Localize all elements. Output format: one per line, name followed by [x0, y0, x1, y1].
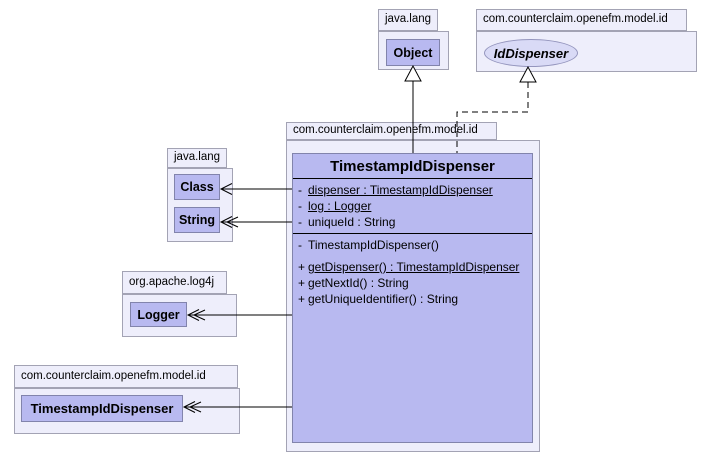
class-name: Class: [180, 180, 214, 194]
visibility-sign: -: [298, 183, 302, 197]
package-name: java.lang: [385, 13, 432, 26]
member-text: getUniqueIdentifier() : String: [308, 292, 459, 306]
member-text: getDispenser() : TimestampIdDispenser: [308, 260, 520, 274]
class-node-object[interactable]: Object: [386, 39, 440, 66]
visibility-sign: +: [298, 276, 306, 290]
visibility-sign: +: [298, 260, 306, 274]
class-name: Logger: [137, 307, 180, 322]
member-row: -uniqueId : String: [298, 214, 532, 230]
member-text: dispenser : TimestampIdDispenser: [308, 183, 493, 197]
class-name: String: [178, 213, 216, 227]
class-node-class[interactable]: Class: [174, 174, 220, 200]
package-tab-model-id-bottom: com.counterclaim.openefm.model.id: [14, 365, 238, 388]
member-row: -dispenser : TimestampIdDispenser: [298, 182, 532, 198]
member-row: +getDispenser() : TimestampIdDispenser: [298, 259, 532, 275]
visibility-sign: -: [298, 215, 302, 229]
package-name: java.lang: [174, 151, 221, 164]
class-node-timestampiddispenser-main[interactable]: TimestampIdDispenser -dispenser : Timest…: [292, 153, 533, 443]
class-node-logger[interactable]: Logger: [130, 302, 187, 327]
package-name: com.counterclaim.openefm.model.id: [293, 124, 478, 137]
member-text: log : Logger: [308, 199, 372, 213]
visibility-sign: -: [298, 238, 302, 252]
class-title: TimestampIdDispenser: [293, 154, 532, 179]
member-text: uniqueId : String: [308, 215, 396, 229]
interface-node-iddispenser[interactable]: IdDispenser: [484, 39, 578, 67]
member-text: TimestampIdDispenser(): [308, 238, 439, 252]
visibility-sign: -: [298, 199, 302, 213]
member-row: +getUniqueIdentifier() : String: [298, 291, 532, 307]
package-tab-model-id-top: com.counterclaim.openefm.model.id: [476, 9, 687, 31]
package-name: org.apache.log4j: [129, 275, 215, 288]
class-node-timestampiddispenser-ref[interactable]: TimestampIdDispenser: [21, 395, 183, 422]
member-row: +getNextId() : String: [298, 275, 532, 291]
class-name: Object: [393, 45, 433, 60]
package-tab-java-lang-top: java.lang: [378, 9, 438, 31]
package-tab-log4j: org.apache.log4j: [122, 271, 227, 294]
member-row: -log : Logger: [298, 198, 532, 214]
interface-name: IdDispenser: [493, 45, 569, 61]
package-tab-java-lang-left: java.lang: [167, 148, 227, 168]
class-name: TimestampIdDispenser: [30, 401, 174, 416]
package-name: com.counterclaim.openefm.model.id: [21, 369, 206, 382]
attributes-compartment: -dispenser : TimestampIdDispenser-log : …: [293, 179, 532, 234]
visibility-sign: +: [298, 292, 306, 306]
member-text: getNextId() : String: [308, 276, 409, 290]
member-row: -TimestampIdDispenser(): [298, 237, 532, 253]
package-name: com.counterclaim.openefm.model.id: [483, 13, 668, 26]
operations-compartment: -TimestampIdDispenser()+getDispenser() :…: [293, 234, 532, 310]
class-node-string[interactable]: String: [174, 207, 220, 233]
package-tab-model-id-main: com.counterclaim.openefm.model.id: [286, 122, 497, 140]
